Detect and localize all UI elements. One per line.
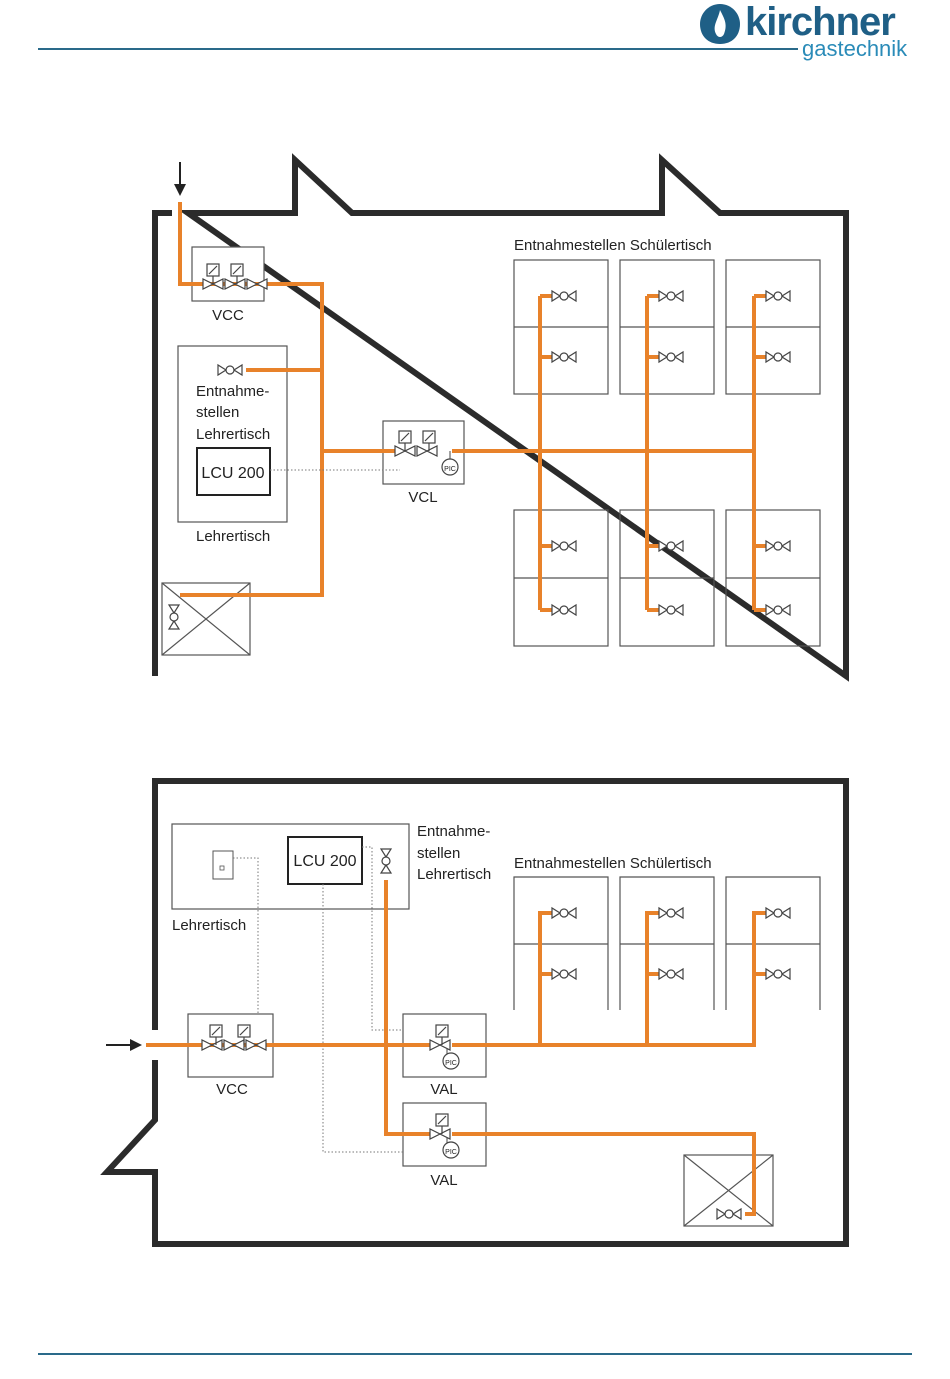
room-wall-1 [155,160,846,676]
student-tables-2 [514,877,820,1010]
teacher-outlets-label-2c: Lehrertisch [417,866,491,883]
teacher-outlet-2 [381,849,391,873]
student-outlets-label-2: Entnahmestellen Schülertisch [514,855,712,872]
teacher-outlets-label-1b: stellen [196,404,239,421]
lcu-label-1: LCU 200 [201,465,264,482]
student-tables-top [514,260,820,394]
pic-label-1: PIC [444,466,456,473]
control-lines-2 [233,847,403,1152]
pic-label-2a: PIC [445,1060,457,1067]
student-outlets-label-1: Entnahmestellen Schülertisch [514,237,712,254]
teacher-outlets-label-1c: Lehrertisch [196,426,270,443]
teacher-outlets-label-1a: Entnahme- [196,383,269,400]
vcl-label: VCL [408,489,437,506]
teacher-outlets-label-2b: stellen [417,845,460,862]
vent-outlet-1 [169,605,179,629]
teacher-outlet-1 [218,365,242,375]
pic-label-2b: PIC [445,1149,457,1156]
teacher-table-label-2: Lehrertisch [172,917,246,934]
vent-outlet-2 [717,1209,741,1219]
diagram-2: PIC PIC VCC VAL VAL Entnahm [106,781,846,1244]
teacher-outlets-label-2a: Entnahme- [417,823,490,840]
vcc-box-1 [192,247,264,301]
room-wall-2 [107,781,846,1244]
teacher-table-label-1: Lehrertisch [196,528,270,545]
val-label-2: VAL [430,1172,457,1189]
diagram-1: PIC VCC VCL Entnahme- stellen Lehrertisc… [155,160,846,676]
vcc-label-2: VCC [216,1081,248,1098]
footer-rule [38,1353,912,1355]
val-label-1: VAL [430,1081,457,1098]
vcc-label-1: VCC [212,307,244,324]
gas-pipes-1 [180,202,766,610]
lcu-label-2: LCU 200 [293,853,356,870]
socket-icon [213,851,233,879]
